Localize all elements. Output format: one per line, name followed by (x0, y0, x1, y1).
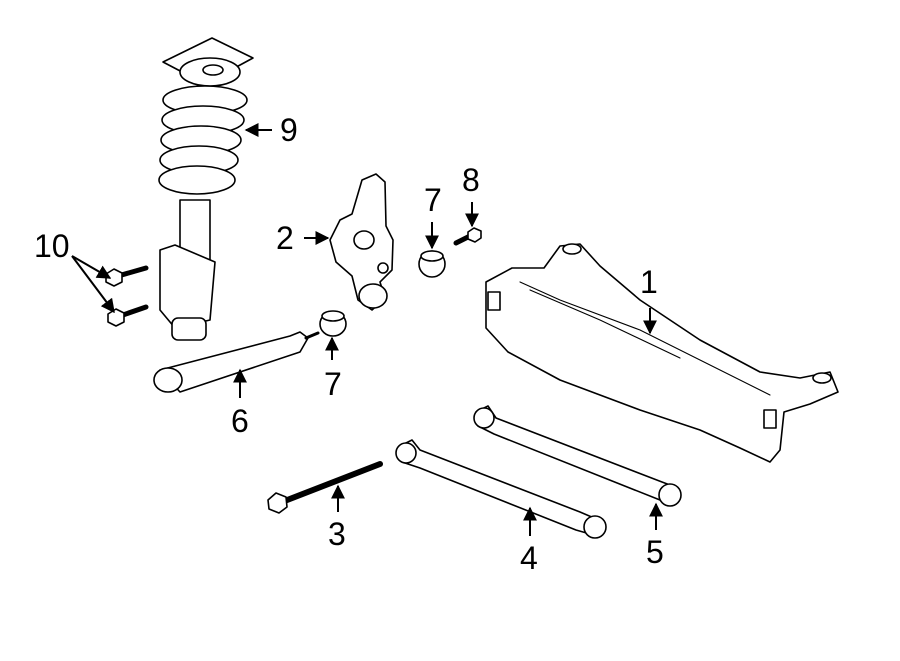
callout-4: 4 (520, 540, 538, 576)
callout-9: 9 (280, 112, 298, 148)
arrow-10a (71, 255, 112, 279)
bolt-upper (105, 265, 149, 287)
lateral-link (473, 405, 682, 507)
callout-1: 1 (640, 264, 658, 300)
callout-7-lower: 7 (324, 366, 342, 402)
arrow-10b (71, 255, 115, 314)
bolt-lower (107, 304, 149, 327)
callout-2: 2 (276, 220, 294, 256)
callout-8: 8 (462, 162, 480, 198)
strut-bolts (105, 265, 149, 327)
callout-10: 10 (34, 228, 70, 264)
strut-coil-spring-assembly (158, 37, 254, 341)
crossmember (485, 243, 839, 463)
bushing-upper (418, 250, 446, 278)
knuckle (329, 173, 394, 311)
callout-6: 6 (231, 403, 249, 439)
callout-7-upper: 7 (424, 182, 442, 218)
small-bolt (453, 227, 482, 246)
long-bolt (267, 461, 383, 514)
trailing-arm (153, 331, 320, 393)
callout-5: 5 (646, 534, 664, 570)
leader-arrows (71, 123, 663, 536)
callout-3: 3 (328, 516, 346, 552)
lower-control-arm (395, 439, 607, 539)
bushing-lower (319, 310, 347, 337)
